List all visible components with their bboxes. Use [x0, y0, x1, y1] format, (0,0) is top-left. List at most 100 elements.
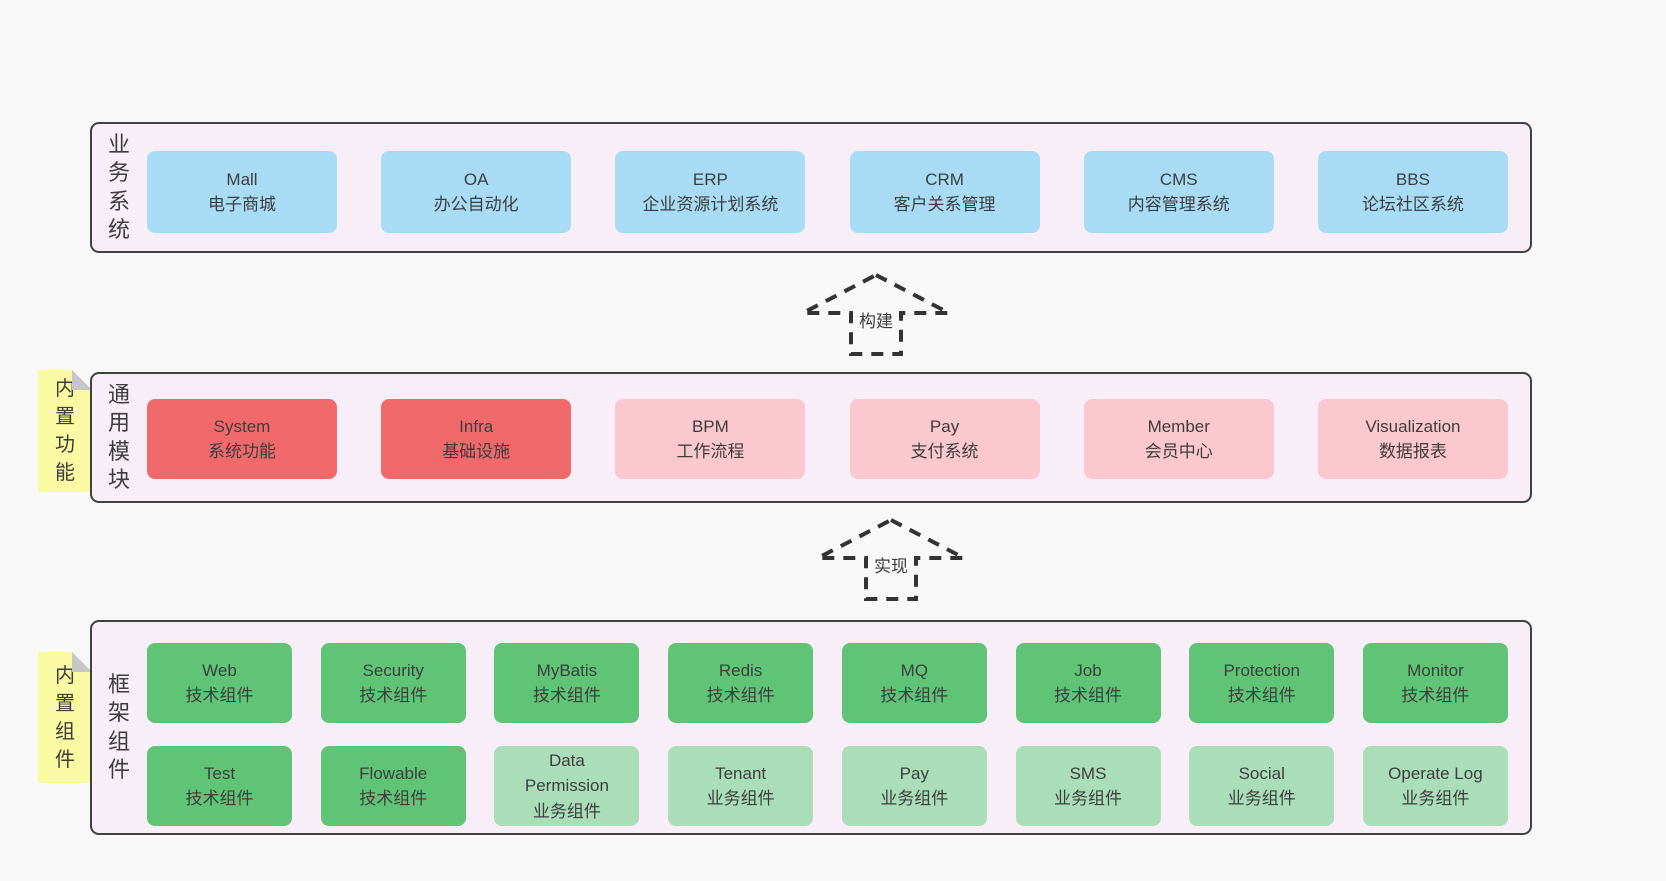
box-title: BBS	[1395, 169, 1430, 189]
business-box-row: Mall 电子商城 OA 办公自动化 ERP 企业资源计划系统 CRM 客户关系…	[147, 151, 1508, 233]
sticky-note-builtin-features: 内置功能	[38, 370, 92, 492]
box-title: Flowable	[359, 763, 428, 783]
modules-box-row: System 系统功能 Infra 基础设施 BPM 工作流程 Pay 支付系统…	[147, 399, 1508, 479]
layer-business-systems: 业务系统 Mall 电子商城 OA 办公自动化 ERP 企业资源计划系统 CRM…	[90, 122, 1532, 253]
implement-arrow-label: 实现	[871, 551, 911, 578]
box-subtitle: 数据报表	[1378, 442, 1447, 461]
box-monitor: Monitor 技术组件	[1362, 643, 1508, 723]
box-title: Pay	[929, 416, 960, 436]
box-operate-log: Operate Log 业务组件	[1362, 746, 1508, 826]
box-title: Operate Log	[1388, 763, 1483, 783]
box-title: Member	[1147, 416, 1210, 436]
box-title: Test	[203, 763, 236, 783]
components-box-row-2: Test 技术组件 Flowable 技术组件 Data Permission …	[147, 746, 1508, 826]
box-data-permission: Data Permission 业务组件	[494, 746, 640, 826]
box-subtitle: 业务组件	[880, 789, 949, 808]
box-subtitle: 技术组件	[359, 789, 428, 808]
box-cms: CMS 内容管理系统	[1083, 151, 1274, 233]
box-subtitle: 会员中心	[1144, 442, 1213, 461]
box-title: ERP	[692, 169, 728, 189]
box-mq: MQ 技术组件	[841, 643, 987, 723]
box-subtitle: 技术组件	[1227, 686, 1296, 705]
box-subtitle: 技术组件	[185, 789, 254, 808]
up-arrow-icon	[817, 517, 965, 601]
box-redis: Redis 技术组件	[668, 643, 814, 723]
box-title: CMS	[1159, 169, 1198, 189]
box-subtitle: 基础设施	[442, 442, 511, 461]
box-social: Social 业务组件	[1189, 746, 1335, 826]
box-test: Test 技术组件	[147, 746, 292, 826]
box-crm: CRM 客户关系管理	[849, 151, 1040, 233]
box-subtitle: 业务组件	[706, 789, 775, 808]
layer-label-modules: 通用模块	[107, 381, 130, 493]
box-member: Member 会员中心	[1083, 399, 1274, 479]
box-title: MQ	[900, 660, 928, 680]
box-subtitle: 业务组件	[1054, 789, 1123, 808]
box-title: Social	[1238, 763, 1285, 783]
components-box-row-1: Web 技术组件 Security 技术组件 MyBatis 技术组件 Redi…	[147, 643, 1508, 723]
implement-arrow: 实现	[811, 517, 971, 601]
box-title: Tenant	[715, 763, 767, 783]
box-job: Job 技术组件	[1015, 643, 1161, 723]
box-oa: OA 办公自动化	[381, 151, 572, 233]
box-infra: Infra 基础设施	[381, 399, 572, 479]
box-subtitle: 客户关系管理	[893, 195, 996, 214]
box-protection: Protection 技术组件	[1189, 643, 1335, 723]
box-subtitle: 技术组件	[1401, 686, 1470, 705]
box-subtitle: 技术组件	[532, 686, 601, 705]
layer-framework-components: 框架组件 Web 技术组件 Security 技术组件 MyBatis 技术组件…	[90, 620, 1532, 835]
box-subtitle: 工作流程	[676, 442, 745, 461]
box-subtitle: 业务组件	[1401, 789, 1470, 808]
box-subtitle: 办公自动化	[433, 195, 519, 214]
box-title: MyBatis	[536, 660, 598, 680]
sticky-note-text: 内置功能	[55, 378, 75, 484]
box-title: Monitor	[1407, 660, 1464, 680]
box-title: OA	[463, 169, 489, 189]
box-title: Data Permission	[524, 750, 609, 796]
box-title: Visualization	[1365, 416, 1461, 436]
box-title: SMS	[1069, 763, 1107, 783]
box-title: Pay	[899, 763, 929, 783]
box-title: Security	[362, 660, 424, 680]
up-arrow-icon	[802, 272, 950, 356]
box-title: CRM	[925, 169, 964, 189]
sticky-note-builtin-components: 内置组件	[38, 652, 92, 783]
box-security: Security 技术组件	[320, 643, 466, 723]
layer-common-modules: 通用模块 System 系统功能 Infra 基础设施 BPM 工作流程 Pay…	[90, 372, 1532, 503]
box-subtitle: 技术组件	[880, 686, 949, 705]
box-pay-system: Pay 支付系统	[849, 399, 1040, 479]
box-subtitle: 技术组件	[1054, 686, 1123, 705]
box-system: System 系统功能	[147, 399, 337, 479]
box-bbs: BBS 论坛社区系统	[1317, 151, 1508, 233]
box-mall: Mall 电子商城	[147, 151, 337, 233]
box-subtitle: 内容管理系统	[1127, 195, 1230, 214]
box-subtitle: 支付系统	[910, 442, 979, 461]
box-mybatis: MyBatis 技术组件	[494, 643, 640, 723]
box-bpm: BPM 工作流程	[615, 399, 806, 479]
box-title: Protection	[1223, 660, 1300, 680]
box-pay-component: Pay 业务组件	[841, 746, 987, 826]
box-visualization: Visualization 数据报表	[1317, 399, 1508, 479]
box-subtitle: 业务组件	[532, 801, 601, 821]
box-subtitle: 技术组件	[185, 686, 254, 705]
layer-label-components: 框架组件	[107, 671, 130, 783]
build-arrow-label: 构建	[856, 306, 896, 333]
box-subtitle: 业务组件	[1227, 789, 1296, 808]
box-erp: ERP 企业资源计划系统	[615, 151, 806, 233]
box-sms: SMS 业务组件	[1015, 746, 1161, 826]
box-subtitle: 电子商城	[208, 195, 276, 214]
box-flowable: Flowable 技术组件	[320, 746, 466, 826]
box-web: Web 技术组件	[147, 643, 292, 723]
box-subtitle: 技术组件	[706, 686, 775, 705]
box-title: Job	[1074, 660, 1102, 680]
box-title: Mall	[226, 169, 258, 189]
box-title: BPM	[691, 416, 729, 436]
box-title: Infra	[459, 416, 494, 436]
box-subtitle: 企业资源计划系统	[642, 195, 779, 214]
box-title: Redis	[718, 660, 763, 680]
box-title: Web	[202, 660, 237, 680]
box-subtitle: 技术组件	[359, 686, 428, 705]
box-subtitle: 论坛社区系统	[1361, 195, 1464, 214]
box-title: System	[213, 416, 271, 436]
